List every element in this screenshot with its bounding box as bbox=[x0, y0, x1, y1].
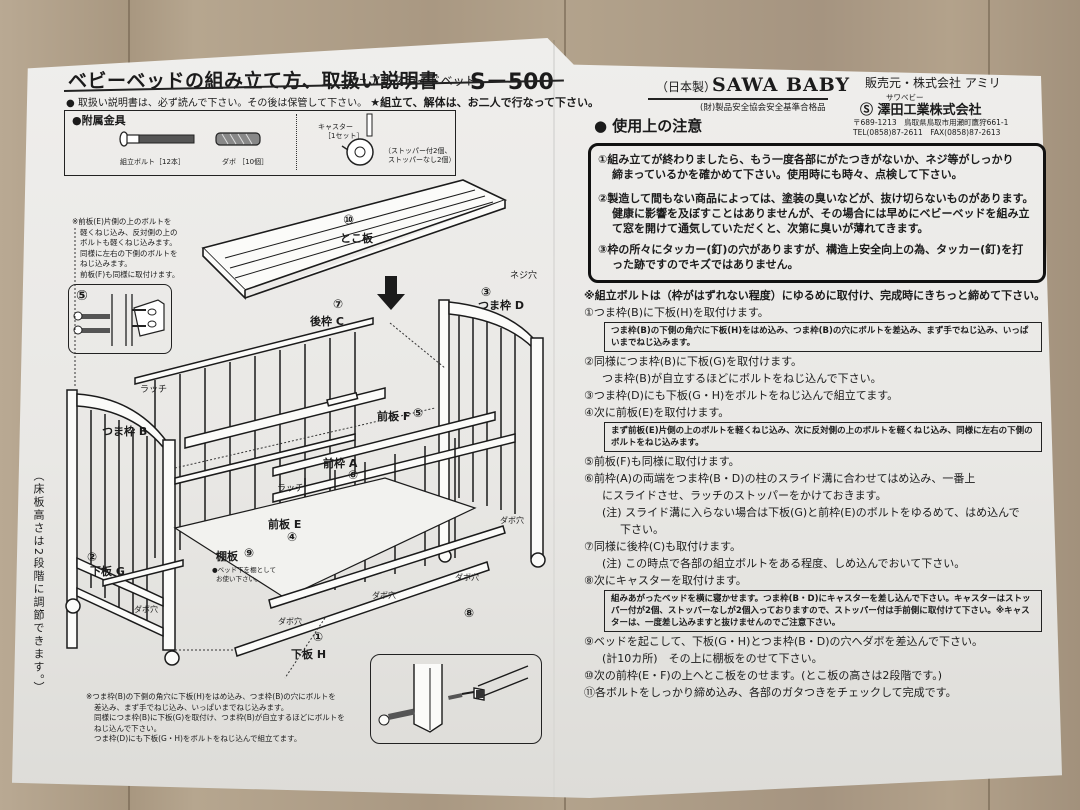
brand-logo: SAWA BABY bbox=[712, 74, 851, 96]
step-9-cont: (計10カ所) その上に棚板をのせて下さい。 bbox=[602, 652, 823, 665]
shelf-note-1: ●ベッド下を棚として bbox=[212, 566, 276, 574]
label-front-panel-e: 前板 E bbox=[268, 518, 302, 531]
label-front-panel-f: 前板 F bbox=[377, 410, 411, 423]
included-parts-box bbox=[64, 110, 456, 176]
brand-rule bbox=[648, 98, 828, 100]
label-latch-mid: ラッチ bbox=[277, 484, 305, 494]
document-title: ベビーベッドの組み立て方、取扱い説明書 bbox=[68, 70, 439, 92]
label-shelf-number: ⑨ bbox=[244, 546, 255, 560]
step-6-note: (注) スライド溝に入らない場合は下板(G)と前枠(E)のボルトをゆるめて、はめ… bbox=[602, 506, 1020, 519]
step-8-detail: 組みあがったベッドを横に寝かせます。つま枠(B・D)にキャスターを差し込んで下さ… bbox=[604, 590, 1042, 632]
label-end-frame-d: つま枠 D bbox=[478, 299, 524, 312]
caster-note-1: （ストッパー付2個、 bbox=[384, 147, 452, 155]
step-6-cont: にスライドさせ、ラッチのストッパーをかけておきます。 bbox=[602, 489, 887, 502]
label-h-number: ① bbox=[313, 630, 324, 644]
step-9: ⑨ベッドを起こして、下板(G・H)とつま枠(B・D)の穴へダボを差込んで下さい。 bbox=[584, 635, 983, 648]
step-2: ②同様につま枠(B)に下板(G)を取付けます。 bbox=[584, 355, 802, 368]
floor-height-note: （床板高さは2段階に調節できます。） bbox=[32, 470, 45, 695]
label-dowel-hole-4: ダボ穴 bbox=[455, 573, 479, 582]
label-dowel-hole-3: ダボ穴 bbox=[372, 591, 396, 600]
notice-text: ● 取扱い説明書は、必ず読んで下さい。その後は保管して下さい。 bbox=[66, 98, 368, 109]
label-e-number: ④ bbox=[287, 530, 298, 544]
step-5: ⑤前板(F)も同様に取付けます。 bbox=[584, 455, 740, 468]
manufacturer-address: 〒689-1213 鳥取県鳥取市用瀬町鷹狩661-1 TEL(0858)87-2… bbox=[853, 118, 1009, 137]
step-1: ①つま枠(B)に下板(H)を取付けます。 bbox=[584, 306, 769, 319]
bottom-board-note: ※つま枠(B)の下側の角穴に下板(H)をはめ込み、つま枠(B)の穴にボルトを 差… bbox=[86, 692, 345, 743]
label-f-number: ⑤ bbox=[413, 406, 424, 420]
step-1-detail: つま枠(B)の下側の角穴に下板(H)をはめ込み、つま枠(B)の穴にボルトを差込み… bbox=[604, 322, 1042, 352]
product-subtitle: デュアルスライドベッド bbox=[345, 74, 477, 88]
label-bottom-board-h: 下板 H bbox=[291, 648, 327, 661]
caution-item-1: ①組み立てが終わりましたら、もう一度各部にがたつきがないか、ネジ等がしっかり 締… bbox=[598, 153, 1014, 181]
caution-item-3: ③枠の所々にタッカー(釘)の穴がありますが、構造上安全向上の為、タッカー(釘)を… bbox=[598, 243, 1024, 271]
parts-heading: ●附属金具 bbox=[72, 114, 126, 127]
label-dowel-hole-2: ダボ穴 bbox=[278, 617, 302, 626]
step-11: ⑪各ボルトをしっかり締め込み、各部のガタつきをチェックして完成です。 bbox=[584, 686, 957, 699]
dowel-icon bbox=[215, 132, 261, 146]
label-bottom-board-g: 下板 G bbox=[90, 565, 125, 578]
step-4: ④次に前板(E)を取付けます。 bbox=[584, 406, 730, 419]
usage-cautions-box bbox=[588, 143, 1046, 283]
front-panel-note: ※前板(E)片側の上のボルトを 軽くねじ込み、反対側の上の ボルトも軽くねじ込み… bbox=[72, 217, 180, 279]
caster-label: キャスター bbox=[318, 123, 353, 131]
bolt-icon bbox=[119, 131, 195, 147]
step-7: ⑦同様に後枠(C)も取付けます。 bbox=[584, 540, 742, 553]
notice-line: ● 取扱い説明書は、必ず読んで下さい。その後は保管して下さい。 ★組立て、解体は… bbox=[66, 94, 599, 110]
label-shelf-board: 棚板 bbox=[216, 550, 238, 563]
label-dowel-hole-1: ダボ穴 bbox=[134, 605, 158, 614]
parts-divider bbox=[296, 114, 297, 170]
label-caster-number: ⑧ bbox=[464, 606, 475, 620]
caster-set: ［1セット］ bbox=[324, 132, 364, 140]
inset-number: ⑤ bbox=[76, 288, 88, 304]
dowel-label: ダボ ［10個］ bbox=[222, 158, 269, 166]
usage-cautions-heading: ● 使用上の注意 bbox=[594, 117, 703, 135]
step-3: ③つま枠(D)にも下板(G・H)をボルトをねじ込んで組立てます。 bbox=[584, 389, 899, 402]
step-4-detail: まず前板(E)片側の上のボルトを軽くねじ込み、次に反対側の上のボルトを軽くねじ込… bbox=[604, 422, 1042, 452]
bolt-label: 組立ボルト［12本］ bbox=[120, 158, 185, 166]
label-front-frame-a: 前枠 A bbox=[323, 457, 358, 470]
safety-certification: (財)製品安全協会安全基準合格品 bbox=[700, 103, 826, 113]
step-8: ⑧次にキャスターを取付けます。 bbox=[584, 574, 747, 587]
paper-fold bbox=[553, 40, 555, 800]
caster-icon bbox=[341, 113, 374, 166]
caster-note-2: ストッパーなし2個） bbox=[388, 156, 456, 164]
label-g-number: ② bbox=[87, 550, 98, 564]
shelf-note-2: お使い下さい。 bbox=[216, 575, 262, 583]
manufacturer: Ⓢ 澤田工業株式会社 bbox=[860, 103, 982, 118]
bolt-detail-inset bbox=[370, 654, 542, 744]
label-dowel-hole-5: ダボ穴 bbox=[500, 516, 524, 525]
label-screw-hole: ネジ穴 bbox=[510, 271, 538, 281]
step-6-note-cont: 下さい。 bbox=[620, 523, 664, 536]
front-panel-bolt-inset bbox=[68, 284, 172, 354]
label-a-number: ⑥ bbox=[348, 468, 359, 482]
bolt-joint-icon bbox=[73, 294, 165, 346]
label-board-number: ⑩ bbox=[343, 213, 355, 228]
label-latch-top: ラッチ bbox=[140, 385, 168, 395]
seller: 販売元・株式会社 アミリ bbox=[865, 76, 1001, 90]
step-2-detail: つま枠(B)が自立するほどにボルトをねじ込んで下さい。 bbox=[602, 372, 882, 385]
step-6: ⑥前枠(A)の両端をつま枠(B・D)の柱のスライド溝に合わせてはめ込み、一番上 bbox=[584, 472, 976, 485]
bolt-insertion-icon bbox=[378, 664, 529, 733]
label-mattress-board: とこ板 bbox=[340, 232, 373, 245]
crib-assembly-diagram bbox=[65, 179, 546, 679]
step-10: ⑩次の前枠(E・F)の上へとこ板をのせます。(とこ板の高さは2段階です。) bbox=[584, 669, 943, 682]
label-end-frame-b: つま枠 B bbox=[102, 425, 148, 438]
bolt-note: ※組立ボルトは（枠がはずれない程度）にゆるめに取付け、完成時にきちっと締めて下さ… bbox=[584, 289, 1046, 302]
label-c-number: ⑦ bbox=[333, 297, 344, 311]
step-7-note: (注) この時点で各部の組立ボルトをある程度、しめ込んでおいて下さい。 bbox=[602, 557, 966, 570]
label-back-frame-c: 後枠 C bbox=[310, 315, 344, 328]
maker-kana: サワベビー bbox=[886, 93, 924, 102]
label-d-number: ③ bbox=[481, 285, 492, 299]
caution-item-2: ②製造して間もない商品によっては、塗装の臭いなどが、抜け切らないものがあります。… bbox=[598, 192, 1034, 235]
assembly-steps: ※組立ボルトは（枠がはずれない程度）にゆるめに取付け、完成時にきちっと締めて下さ… bbox=[584, 288, 1046, 701]
notice-bold: ★組立て、解体は、お二人で行なって下さい。 bbox=[370, 96, 600, 109]
made-in-japan: （日本製） bbox=[656, 80, 717, 94]
